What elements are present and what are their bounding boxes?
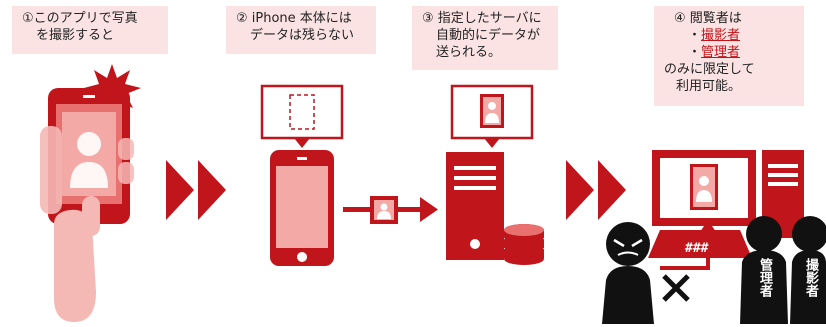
empty-speech-bubble-icon (260, 84, 344, 148)
bullet: ・ (688, 45, 702, 60)
step-4-box: ④ 閲覧者は ・撮影者 ・管理者 のみに限定して 利用可能。 (654, 6, 804, 106)
step-4-tail-2: 利用可能。 (676, 79, 742, 94)
manager-label: 管理者 (757, 258, 772, 297)
step-4-title: ④ 閲覧者は (674, 11, 742, 26)
step-2-line-1: ② iPhone 本体には (236, 11, 352, 26)
step-1-line-2: を撮影すると (36, 28, 115, 43)
denied-x-icon (662, 274, 690, 302)
step-3-line-3: 送られる。 (436, 45, 502, 60)
keyboard-label: ### (684, 241, 710, 256)
intruder-figure-icon (602, 222, 654, 324)
step-1-box: ①このアプリで写真 を撮影すると (12, 6, 168, 54)
step-4-tail-1: のみに限定して (664, 62, 755, 77)
step-3-line-2: 自動的にデータが (436, 28, 541, 43)
step-2-box: ② iPhone 本体には データは残らない (226, 6, 376, 54)
access-arrow-icon (660, 220, 716, 270)
phone-icon (270, 150, 334, 266)
database-icon (504, 224, 544, 265)
step-1-line-1: ①このアプリで写真 (22, 11, 138, 26)
double-chevron-icon (566, 160, 626, 220)
viewer-item-1: ・撮影者 (664, 27, 794, 44)
photo-speech-bubble-icon (450, 84, 534, 148)
step-3-box: ③ 指定したサーバに 自動的にデータが 送られる。 (412, 6, 558, 70)
viewer-photographer: 撮影者 (701, 28, 741, 43)
photographer-figure-icon (790, 216, 826, 324)
phone-with-photo-icon (48, 88, 130, 224)
viewer-manager: 管理者 (701, 45, 741, 60)
step-3-line-1: ③ 指定したサーバに (422, 11, 542, 26)
keyboard-icon (648, 230, 752, 258)
photographer-label: 撮影者 (803, 258, 818, 297)
viewer-item-2: ・管理者 (664, 44, 794, 61)
transfer-arrow-icon (343, 196, 438, 224)
double-chevron-icon (166, 160, 226, 220)
server-icon (446, 152, 504, 260)
hand-icon (40, 126, 134, 322)
step-2-line-2: データは残らない (250, 28, 355, 43)
manager-figure-icon (740, 216, 788, 324)
monitor-icon (652, 150, 756, 226)
bullet: ・ (688, 28, 702, 43)
